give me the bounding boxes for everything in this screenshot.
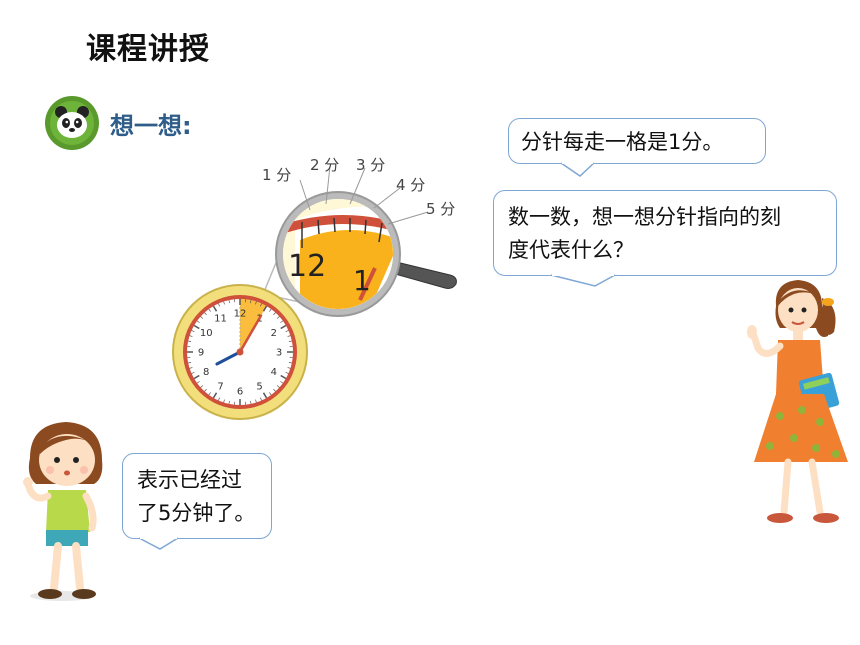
page-title: 课程讲授 bbox=[86, 32, 210, 67]
minute-label-1: 1 分 bbox=[262, 166, 291, 184]
clock-tick bbox=[228, 300, 230, 304]
speech-bubble-left-line2: 了5分钟了。 bbox=[137, 500, 256, 525]
clock-tick bbox=[255, 301, 257, 305]
clock-tick bbox=[285, 372, 289, 374]
minute-label-5: 5 分 bbox=[426, 200, 455, 218]
clock-tick bbox=[191, 372, 195, 374]
clock-tick bbox=[208, 308, 211, 312]
clock-tick bbox=[269, 392, 272, 396]
clock-illustration: 121234567891011 12 1 bbox=[172, 156, 457, 420]
magnifier-number-12: 12 bbox=[288, 249, 326, 284]
clock-number-6: 6 bbox=[237, 387, 243, 398]
panda-icon bbox=[45, 96, 99, 150]
minute-hand bbox=[238, 314, 263, 354]
clock-tick bbox=[212, 305, 218, 312]
bubble-tail-top bbox=[560, 162, 595, 177]
bubble-tail-left bbox=[138, 537, 179, 550]
clock-tick bbox=[204, 388, 207, 392]
clock-number-11: 11 bbox=[214, 314, 227, 325]
clock-tick bbox=[200, 316, 204, 319]
clock-tick bbox=[250, 300, 252, 304]
clock-tick bbox=[200, 385, 204, 388]
clock-tick bbox=[212, 392, 218, 399]
hour-hand bbox=[215, 350, 242, 366]
clock-tick bbox=[262, 392, 268, 399]
clock-tick bbox=[191, 330, 195, 332]
minute-label-2: 2 分 bbox=[310, 156, 339, 174]
clock-tick bbox=[262, 305, 268, 312]
minute-label-3: 3 分 bbox=[356, 156, 385, 174]
clock-tick bbox=[280, 324, 287, 330]
clock-tick bbox=[255, 399, 257, 403]
clock-number-2: 2 bbox=[271, 328, 277, 339]
speech-bubble-top-text: 分针每走一格是1分。 bbox=[521, 130, 724, 154]
clock-tick bbox=[196, 381, 200, 384]
clock-tick bbox=[218, 303, 220, 307]
clock-tick bbox=[223, 301, 225, 305]
girl-left-illustration bbox=[23, 422, 103, 601]
clock-tick bbox=[276, 316, 280, 319]
magnifier: 12 1 bbox=[275, 191, 457, 317]
clock-tick bbox=[188, 340, 192, 342]
clock-number-9: 9 bbox=[198, 348, 204, 359]
clock-number-4: 4 bbox=[271, 367, 277, 378]
speech-bubble-middle: 数一数，想一想分针指向的刻 度代表什么？ bbox=[493, 190, 837, 276]
clock-number-5: 5 bbox=[256, 381, 262, 392]
clock-number-8: 8 bbox=[203, 367, 209, 378]
clock-tick bbox=[188, 362, 192, 364]
speech-bubble-top: 分针每走一格是1分。 bbox=[508, 118, 766, 164]
bubble-tail-middle bbox=[550, 274, 616, 287]
clock-tick bbox=[189, 367, 193, 369]
clock-tick bbox=[280, 374, 287, 380]
clock-tick bbox=[260, 397, 262, 401]
clock-tick bbox=[287, 335, 291, 337]
clock-tick bbox=[288, 340, 292, 342]
clock-tick bbox=[228, 400, 230, 404]
clock-tick bbox=[223, 399, 225, 403]
clock-tick bbox=[276, 385, 280, 388]
clock-tick bbox=[189, 335, 193, 337]
magnifier-number-1: 1 bbox=[353, 264, 371, 297]
clock-tick bbox=[273, 388, 276, 392]
speech-bubble-middle-line1: 数一数，想一想分针指向的刻 bbox=[508, 205, 781, 229]
clock-tick bbox=[193, 324, 200, 330]
clock-tick bbox=[273, 312, 276, 316]
clock-tick bbox=[218, 397, 220, 401]
clock-number-7: 7 bbox=[217, 381, 223, 392]
think-label: 想一想: bbox=[110, 111, 192, 140]
clock-number-3: 3 bbox=[276, 348, 282, 359]
speech-bubble-left: 表示已经过 了5分钟了。 bbox=[122, 453, 272, 539]
clock-tick bbox=[280, 320, 284, 323]
clock-tick bbox=[288, 362, 292, 364]
minute-label-4: 4 分 bbox=[396, 176, 425, 194]
clock-tick bbox=[204, 312, 207, 316]
clock-tick bbox=[287, 367, 291, 369]
clock-tick bbox=[250, 400, 252, 404]
girl-right-illustration bbox=[747, 280, 848, 523]
analog-clock: 121234567891011 bbox=[172, 284, 308, 420]
clock-number-10: 10 bbox=[200, 328, 213, 339]
clock-tick bbox=[208, 392, 211, 396]
clock-number-12: 12 bbox=[234, 309, 247, 320]
speech-bubble-middle-line2: 度代表什么？ bbox=[508, 237, 634, 262]
think-header: 想一想: bbox=[44, 96, 192, 150]
clock-tick bbox=[193, 374, 200, 380]
clock-tick bbox=[280, 381, 284, 384]
speech-bubble-left-line1: 表示已经过 bbox=[137, 468, 242, 492]
clock-tick bbox=[269, 308, 272, 312]
clock-tick bbox=[260, 303, 262, 307]
clock-tick bbox=[285, 330, 289, 332]
clock-tick bbox=[196, 320, 200, 323]
